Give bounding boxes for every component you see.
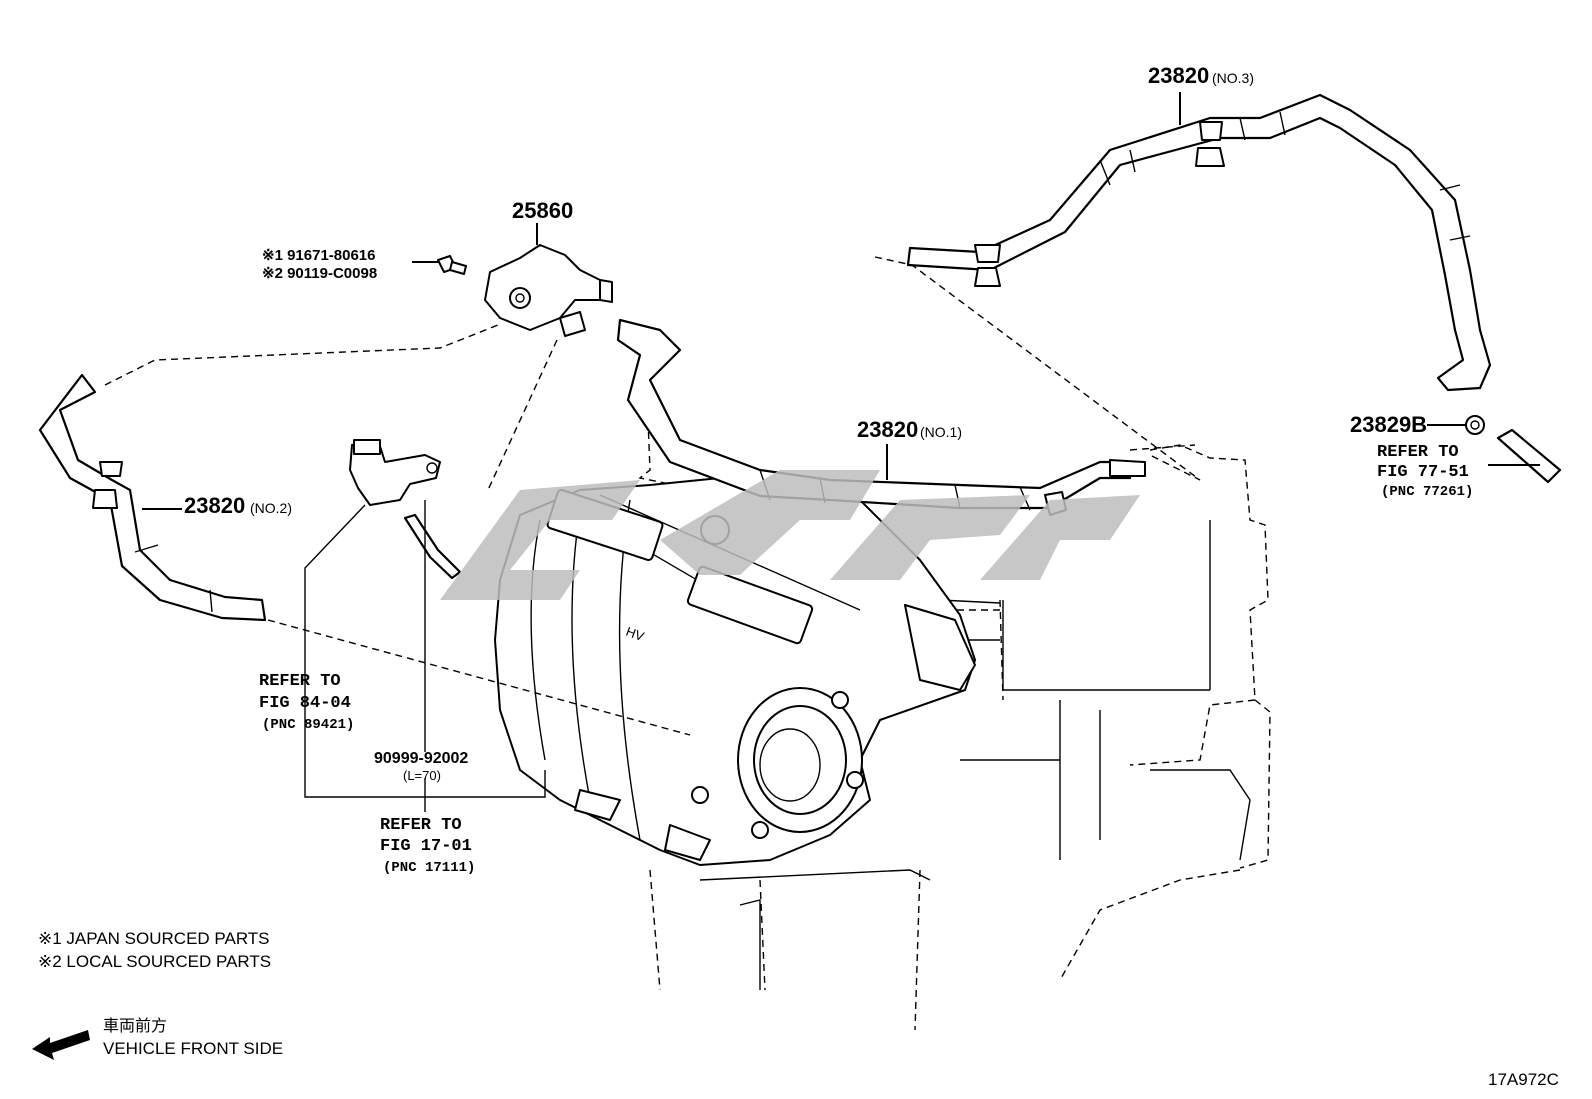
label-bolt-2: ※2 90119-C0098 bbox=[262, 265, 377, 282]
valve-25860 bbox=[484, 244, 613, 337]
label-hose-no2: 23820 bbox=[184, 493, 245, 518]
label-ref-1701-1: REFER TO bbox=[380, 816, 462, 835]
label-ref-7751-2: FIG 77-51 bbox=[1377, 463, 1469, 482]
engine-block-outline bbox=[638, 419, 1271, 1031]
note-local-sourced: ※2 LOCAL SOURCED PARTS bbox=[38, 952, 271, 971]
label-hose-no2-suffix: (NO.2) bbox=[250, 500, 292, 516]
legend-notes: ※1 JAPAN SOURCED PARTS ※2 LOCAL SOURCED … bbox=[38, 929, 271, 971]
bolt bbox=[437, 255, 467, 275]
label-ref-8404-2: FIG 84-04 bbox=[259, 694, 351, 713]
front-label-en: VEHICLE FRONT SIDE bbox=[103, 1039, 283, 1058]
label-ref-7751-1: REFER TO bbox=[1377, 443, 1459, 462]
label-hose-no3: 23820 bbox=[1148, 63, 1209, 88]
clamp-23829b bbox=[1465, 415, 1485, 435]
svg-text:HV: HV bbox=[624, 624, 646, 644]
front-arrow-icon bbox=[32, 1030, 90, 1060]
label-bolt-1: ※1 91671-80616 bbox=[262, 247, 376, 264]
label-ref-1701-2: FIG 17-01 bbox=[380, 837, 472, 856]
pressure-sensor bbox=[349, 439, 441, 506]
label-ref-8404-3: (PNC 89421) bbox=[262, 717, 354, 733]
vehicle-front-indicator: 車両前方 VEHICLE FRONT SIDE bbox=[32, 1016, 283, 1060]
label-ref-7751-3: (PNC 77261) bbox=[1381, 484, 1473, 500]
label-hose-no1-suffix: (NO.1) bbox=[920, 424, 962, 440]
label-hose-no3-suffix: (NO.3) bbox=[1212, 70, 1254, 86]
part-labels: 25860 ※1 91671-80616 ※2 90119-C0098 2382… bbox=[184, 63, 1473, 876]
watermark bbox=[440, 470, 1140, 600]
front-label-jp: 車両前方 bbox=[103, 1016, 167, 1035]
hose-no2 bbox=[38, 373, 267, 622]
label-clamp: 23829B bbox=[1350, 412, 1427, 437]
hose-no3 bbox=[906, 93, 1492, 392]
leader-lines bbox=[142, 92, 1540, 812]
figure-id: 17A972C bbox=[1488, 1070, 1559, 1089]
note-japan-sourced: ※1 JAPAN SOURCED PARTS bbox=[38, 929, 270, 948]
label-hose-no1: 23820 bbox=[857, 417, 918, 442]
refer-pipe-77-51 bbox=[1496, 428, 1562, 484]
vacuum-tube bbox=[403, 513, 462, 580]
label-ref-1701-3: (PNC 17111) bbox=[383, 860, 475, 876]
assembly-lines bbox=[104, 256, 1201, 736]
label-tube-num: 90999-92002 bbox=[374, 750, 468, 767]
label-ref-8404-1: REFER TO bbox=[259, 672, 341, 691]
label-25860: 25860 bbox=[512, 198, 573, 223]
label-tube-len: (L=70) bbox=[403, 768, 441, 783]
